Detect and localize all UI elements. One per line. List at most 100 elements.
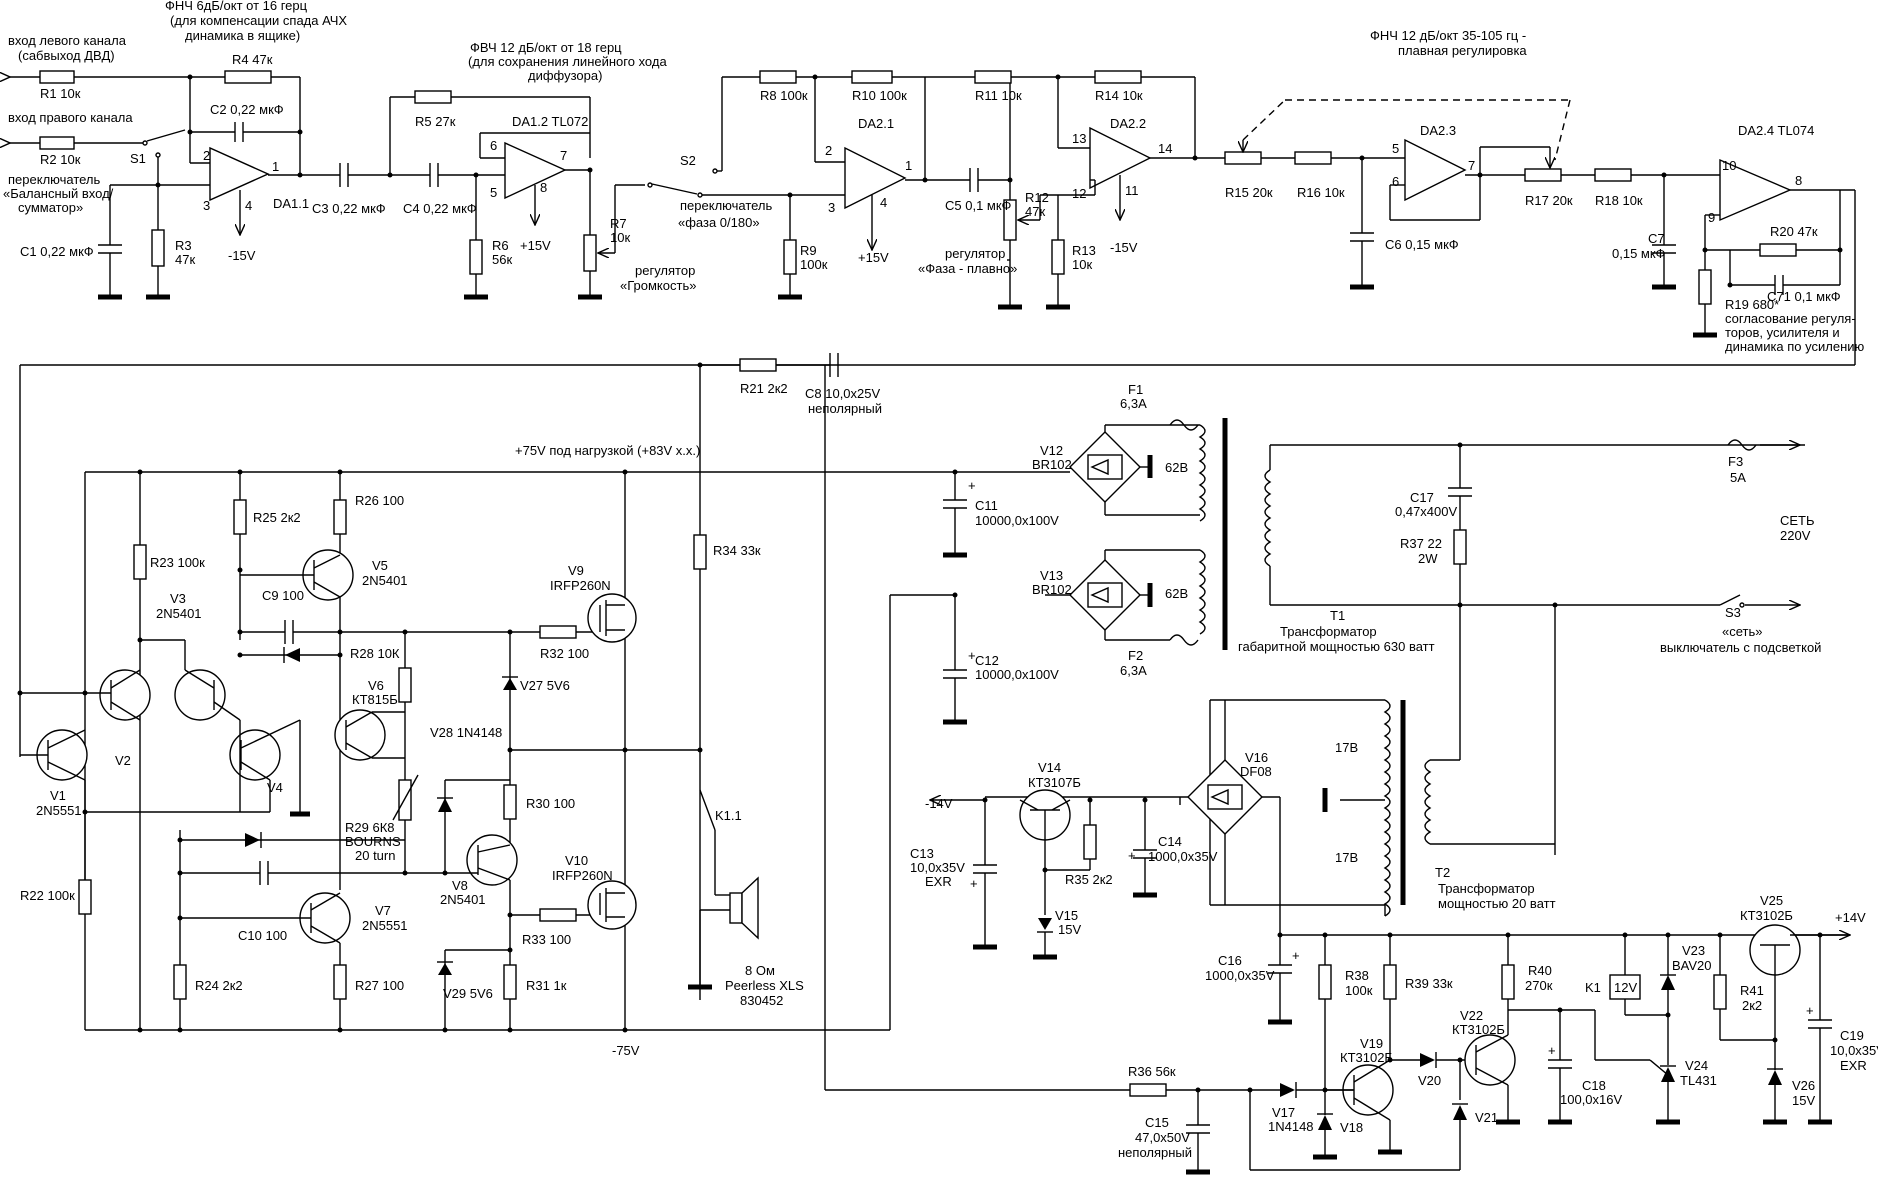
label-v19: V19 [1360, 1036, 1383, 1051]
pin-label: 8 [540, 180, 547, 195]
label-r19-note-3: динамика по усилению [1725, 339, 1865, 354]
label-minus15-a: -15V [228, 248, 256, 263]
label-r28: R28 10К [350, 646, 400, 661]
label-c19: C19 [1840, 1028, 1864, 1043]
label-r9-value: 100к [800, 257, 828, 272]
label-v28: V28 1N4148 [430, 725, 502, 740]
label-v18: V18 [1340, 1120, 1363, 1135]
resistor-r23 [133, 544, 147, 580]
resistor-r3 [151, 229, 165, 267]
label-v24-type: TL431 [1680, 1073, 1717, 1088]
resistor-r8 [759, 70, 797, 84]
label-r41-value: 2к2 [1742, 998, 1762, 1013]
label-v12-type: BR102 [1032, 457, 1072, 472]
label-r14: R14 10к [1095, 88, 1143, 103]
resistor-r34 [693, 534, 707, 570]
label-volume-2: «Громкость» [620, 278, 696, 293]
label-c16-value: 1000,0х35V [1205, 968, 1275, 983]
resistor-r5 [414, 90, 452, 104]
label-r26: R26 100 [355, 493, 404, 508]
label-da2-1: DA2.1 [858, 116, 894, 131]
label-hpf-3: диффузора) [528, 68, 602, 83]
label-s3-desc: выключатель с подсветкой [1660, 640, 1821, 655]
resistor-r4 [224, 70, 272, 84]
label-r3: R3 [175, 238, 192, 253]
opamp-da2-1 [844, 146, 907, 210]
label-r5: R5 27к [415, 114, 456, 129]
diode-v21 [1453, 1105, 1467, 1120]
diode-v28 [438, 798, 452, 812]
pin-label: 2 [825, 143, 832, 158]
label-c18: C18 [1582, 1078, 1606, 1093]
zener-v27 [503, 678, 517, 690]
hpf-stage [389, 76, 790, 300]
label-r2: R2 10к [40, 152, 81, 167]
resistor-r37 [1453, 529, 1467, 565]
transistor-v2 [99, 669, 151, 721]
label-v3-type: 2N5401 [156, 606, 202, 621]
trimmer-r29 [398, 779, 412, 821]
label-c15-note: неполярный [1118, 1145, 1192, 1160]
label-r37-value: 2W [1418, 551, 1438, 566]
label-r20: R20 47к [1770, 224, 1818, 239]
label-rail-minus14: -14V [925, 796, 953, 811]
label-c11-value: 10000,0х100V [975, 513, 1059, 528]
label-r19: R19 680* [1725, 297, 1779, 312]
label-v26: V26 [1792, 1078, 1815, 1093]
filter-stage [759, 70, 1856, 365]
label-17v-a: 17В [1335, 740, 1358, 755]
pin-label: 1 [905, 158, 912, 173]
label-speaker-2: Peerless XLS [725, 978, 804, 993]
label-c13-type: EXR [925, 874, 952, 889]
switch-s3 [1739, 602, 1745, 608]
label-c12: C12 [975, 653, 999, 668]
label-f2-value: 6,3A [1120, 663, 1147, 678]
pin-label: 11 [1125, 183, 1139, 198]
label-v9: V9 [568, 563, 584, 578]
switch-s2-contact [647, 182, 653, 188]
label-r38: R38 [1345, 968, 1369, 983]
label-t2-desc: мощностью 20 ватт [1438, 896, 1556, 911]
diode-v18 [1318, 1115, 1332, 1130]
label-c8-note: неполярный [808, 401, 882, 416]
label-phase-smooth: регулятор [945, 246, 1005, 261]
label-speaker-3: 830452 [740, 993, 783, 1008]
label-v1-type: 2N5551 [36, 803, 82, 818]
label-lpf2: ФНЧ 12 дБ/окт 35-105 гц - [1370, 28, 1526, 43]
label-s3: S3 [1725, 605, 1741, 620]
label-v14-type: КТ3107Б [1028, 775, 1081, 790]
label-rail-plus14: +14V [1835, 910, 1866, 925]
switch-s2-lever [651, 183, 698, 195]
label-v25: V25 [1760, 893, 1783, 908]
label-c19-type: EXR [1840, 1058, 1867, 1073]
resistor-r14 [1094, 70, 1142, 84]
label-c1: C1 0,22 мкФ [20, 244, 94, 259]
pin-label: 2 [203, 148, 210, 163]
label-k1-1: K1.1 [715, 808, 742, 823]
transformer-t2-prim [1424, 759, 1432, 845]
label-rail-plus75: +75V под нагрузкой (+83V х.х.) [515, 443, 700, 458]
opamp-da1-1 [209, 146, 270, 202]
transistor-v6 [334, 709, 386, 761]
label-v13-type: BR102 [1032, 582, 1072, 597]
label-v12: V12 [1040, 443, 1063, 458]
label-c7: C7 [1648, 231, 1665, 246]
label-v16: V16 [1245, 750, 1268, 765]
label-t1-name: Трансформатор [1280, 624, 1377, 639]
label-r13: R13 [1072, 243, 1096, 258]
label-v20: V20 [1418, 1073, 1441, 1088]
label-k1-value: 12V [1614, 980, 1637, 995]
label-mains-voltage: 220V [1780, 528, 1811, 543]
label-input-left: вход левого канала [8, 33, 127, 48]
label-switch-balance-3: сумматор» [18, 200, 83, 215]
pin-label: 8 [1795, 173, 1802, 188]
label-r32: R32 100 [540, 646, 589, 661]
label-v6-type: КТ815Б [352, 692, 398, 707]
diode-v17 [1280, 1083, 1295, 1097]
label-r21: R21 2к2 [740, 381, 788, 396]
label-v5: V5 [372, 558, 388, 573]
pin-label: 1 [272, 159, 279, 174]
label-rail-minus75: -75V [612, 1043, 640, 1058]
resistor-r30 [503, 784, 517, 820]
resistor-r41 [1713, 974, 1727, 1010]
